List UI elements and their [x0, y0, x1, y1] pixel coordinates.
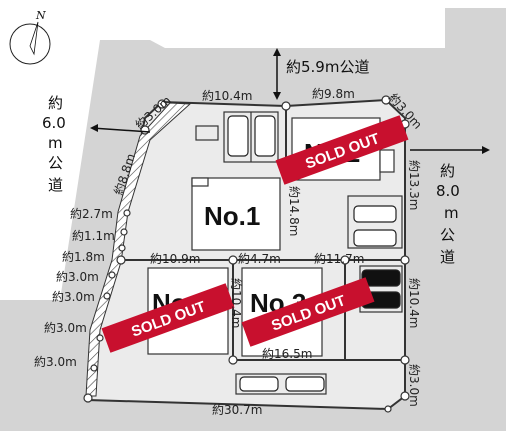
car-icon: [353, 205, 397, 223]
dim-top-left: 約10.4m: [202, 88, 252, 103]
svg-text:道: 道: [48, 176, 63, 194]
north-compass-icon: N: [9, 9, 51, 65]
svg-text:8.0: 8.0: [436, 182, 460, 200]
svg-text:公: 公: [48, 154, 63, 172]
north-road-arrowhead-bottom: [273, 92, 281, 100]
svg-text:約: 約: [48, 94, 63, 112]
north-road-arrowhead-top: [273, 48, 281, 56]
car-icon: [361, 269, 401, 287]
dim-top-right: 約9.8m: [312, 86, 355, 101]
east-road-label: 約 8.0 m 公 道: [436, 162, 460, 266]
east-road-arrowhead: [482, 146, 490, 154]
dim-v-east-upper: 約13.3m: [407, 160, 422, 210]
dim-v-east-lower: 約10.4m: [407, 278, 422, 328]
west-road-arrow: [91, 127, 151, 133]
dim-mid2: 約4.7m: [238, 251, 281, 266]
dim-v-center: 約14.8m: [287, 186, 302, 236]
dim-corner-se: 約3.0m: [407, 364, 422, 407]
dim-w5: 約3.0m: [52, 289, 95, 304]
svg-text:道: 道: [440, 248, 455, 266]
dim-w6: 約3.0m: [44, 320, 87, 335]
north-road-label: 約5.9m公道: [286, 58, 369, 76]
dim-mid1: 約10.9m: [150, 251, 200, 266]
svg-text:m: m: [444, 204, 459, 222]
svg-text:6.0: 6.0: [42, 114, 66, 132]
svg-text:m: m: [48, 134, 63, 152]
lot-1-label: No.1: [204, 201, 260, 231]
dim-w4: 約3.0m: [56, 269, 99, 284]
car-icon: [227, 115, 249, 157]
parking-stalls: [195, 111, 403, 395]
dim-w3: 約1.8m: [62, 249, 105, 264]
svg-text:公: 公: [440, 226, 455, 244]
svg-text:N: N: [35, 9, 46, 22]
dim-w7: 約3.0m: [34, 354, 77, 369]
car-icon: [353, 229, 397, 247]
svg-text:約: 約: [440, 162, 455, 180]
car-icon: [254, 115, 276, 157]
boundary-markers: [83, 95, 410, 413]
car-icon: [239, 376, 279, 392]
dim-v-lot3: 約10.4m: [229, 278, 244, 328]
dim-mid3: 約11.7m: [314, 251, 364, 266]
dim-w1: 約2.7m: [70, 206, 113, 221]
dim-w2: 約1.1m: [72, 228, 115, 243]
dim-lot3-bottom: 約16.5m: [262, 346, 312, 361]
west-road-label: 約 6.0 m 公 道: [42, 94, 66, 194]
car-icon: [285, 376, 325, 392]
dim-bottom: 約30.7m: [212, 402, 262, 417]
lot-division-lines: [121, 106, 405, 361]
west-road-arrowhead: [90, 124, 98, 132]
